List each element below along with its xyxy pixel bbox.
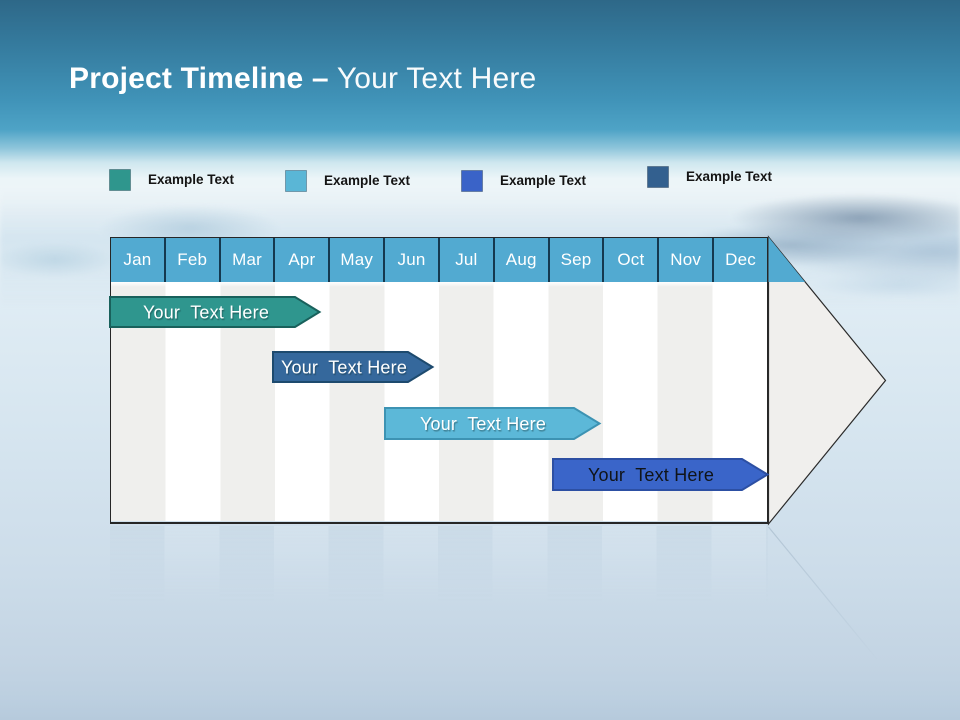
timeline-arrowhead[interactable] xyxy=(767,235,888,526)
month-header-row: Jan Feb Mar Apr May Jun Jul Aug Sep Oct … xyxy=(111,238,767,282)
month-cell[interactable]: Aug xyxy=(492,238,548,282)
month-cell[interactable]: Dec xyxy=(712,238,767,282)
legend-item-4[interactable]: Example Text xyxy=(647,166,772,188)
arrowhead-header-fill xyxy=(768,237,805,282)
legend-item-2[interactable]: Example Text xyxy=(285,170,410,192)
legend-item-1[interactable]: Example Text xyxy=(109,169,234,191)
table-reflection xyxy=(110,526,768,618)
arrowhead-shape xyxy=(767,235,887,526)
legend-swatch-blue-icon xyxy=(461,170,483,192)
bar-arrow-shape xyxy=(272,351,435,383)
legend-label: Example Text xyxy=(686,169,773,184)
legend-item-3[interactable]: Example Text xyxy=(461,170,586,192)
legend-label: Example Text xyxy=(500,173,587,188)
legend-swatch-darkblue-icon xyxy=(647,166,669,188)
month-cell[interactable]: Mar xyxy=(218,238,274,282)
bar-label: Your Text Here xyxy=(143,303,269,323)
month-cell[interactable]: Nov xyxy=(657,238,713,282)
timeline-bar-2[interactable]: Your Text Here xyxy=(272,351,435,383)
bar-label: Your Text Here xyxy=(588,465,714,485)
month-cell[interactable]: Jul xyxy=(437,238,493,282)
timeline-bar-3[interactable]: Your Text Here xyxy=(384,407,602,440)
month-cell[interactable]: Apr xyxy=(273,238,329,282)
month-cell[interactable]: Feb xyxy=(163,238,219,282)
bar-arrow-shape xyxy=(384,407,602,440)
arrowhead-reflection xyxy=(768,526,886,670)
bar-label: Your Text Here xyxy=(281,358,407,378)
page-title-bold: Project Timeline – xyxy=(69,62,329,95)
month-cell[interactable]: Jun xyxy=(383,238,438,282)
month-cell[interactable]: Oct xyxy=(602,238,658,282)
month-cell[interactable]: Jan xyxy=(111,238,164,282)
legend-label: Example Text xyxy=(148,172,235,187)
bar-arrow-shape xyxy=(109,296,322,328)
bar-arrow-shape xyxy=(552,458,770,491)
page-title-regular: Your Text Here xyxy=(336,62,537,95)
timeline-bar-4[interactable]: Your Text Here xyxy=(552,458,770,491)
legend-swatch-lightblue-icon xyxy=(285,170,307,192)
month-cell[interactable]: May xyxy=(328,238,384,282)
month-cell[interactable]: Sep xyxy=(547,238,603,282)
page-title[interactable]: Project Timeline –Your Text Here xyxy=(69,62,536,96)
legend-swatch-teal-icon xyxy=(109,169,131,191)
bar-label: Your Text Here xyxy=(420,414,546,434)
legend-label: Example Text xyxy=(324,173,411,188)
timeline-bar-1[interactable]: Your Text Here xyxy=(109,296,322,328)
